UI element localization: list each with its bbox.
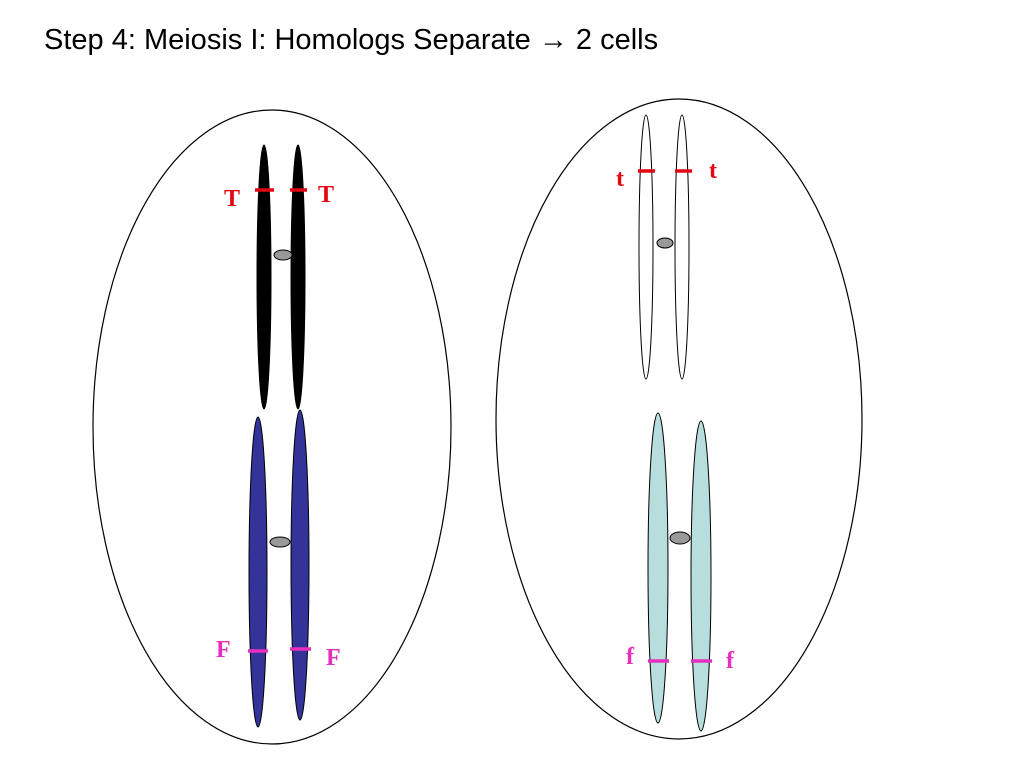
right-allele-top-right: t: [709, 158, 717, 184]
title-suffix: 2 cells: [567, 24, 659, 56]
right-arrow-icon: →: [538, 24, 568, 56]
left-top-chromatid-1: [256, 144, 272, 410]
right-allele-top-left: t: [616, 166, 624, 192]
left-bottom-chromatid-2: [290, 409, 310, 721]
left-top-centromere: [273, 249, 293, 261]
left-bottom-centromere: [269, 536, 291, 548]
left-allele-top-right: T: [318, 182, 334, 208]
right-allele-bottom-right: f: [726, 648, 735, 674]
right-top-centromere: [656, 237, 674, 249]
right-allele-bottom-left: f: [626, 644, 635, 670]
left-bottom-chromatid-1: [248, 416, 268, 728]
right-top-chromatid-1: [638, 114, 654, 380]
left-allele-bottom-left: F: [216, 637, 231, 663]
slide-title: Step 4: Meiosis I: Homologs Separate → 2…: [44, 24, 658, 57]
left-allele-bottom-right: F: [326, 645, 341, 671]
right-bottom-chromatid-1: [647, 412, 669, 724]
left-cell-membrane: [92, 109, 452, 745]
title-prefix: Step 4: Meiosis I: Homologs Separate: [44, 24, 539, 56]
left-top-chromatid-2: [290, 144, 306, 410]
right-bottom-centromere: [669, 531, 691, 545]
right-bottom-chromatid-2: [690, 420, 712, 732]
left-allele-top-left: T: [224, 186, 240, 212]
right-cell-membrane: [495, 98, 863, 740]
right-top-chromatid-2: [674, 114, 690, 380]
